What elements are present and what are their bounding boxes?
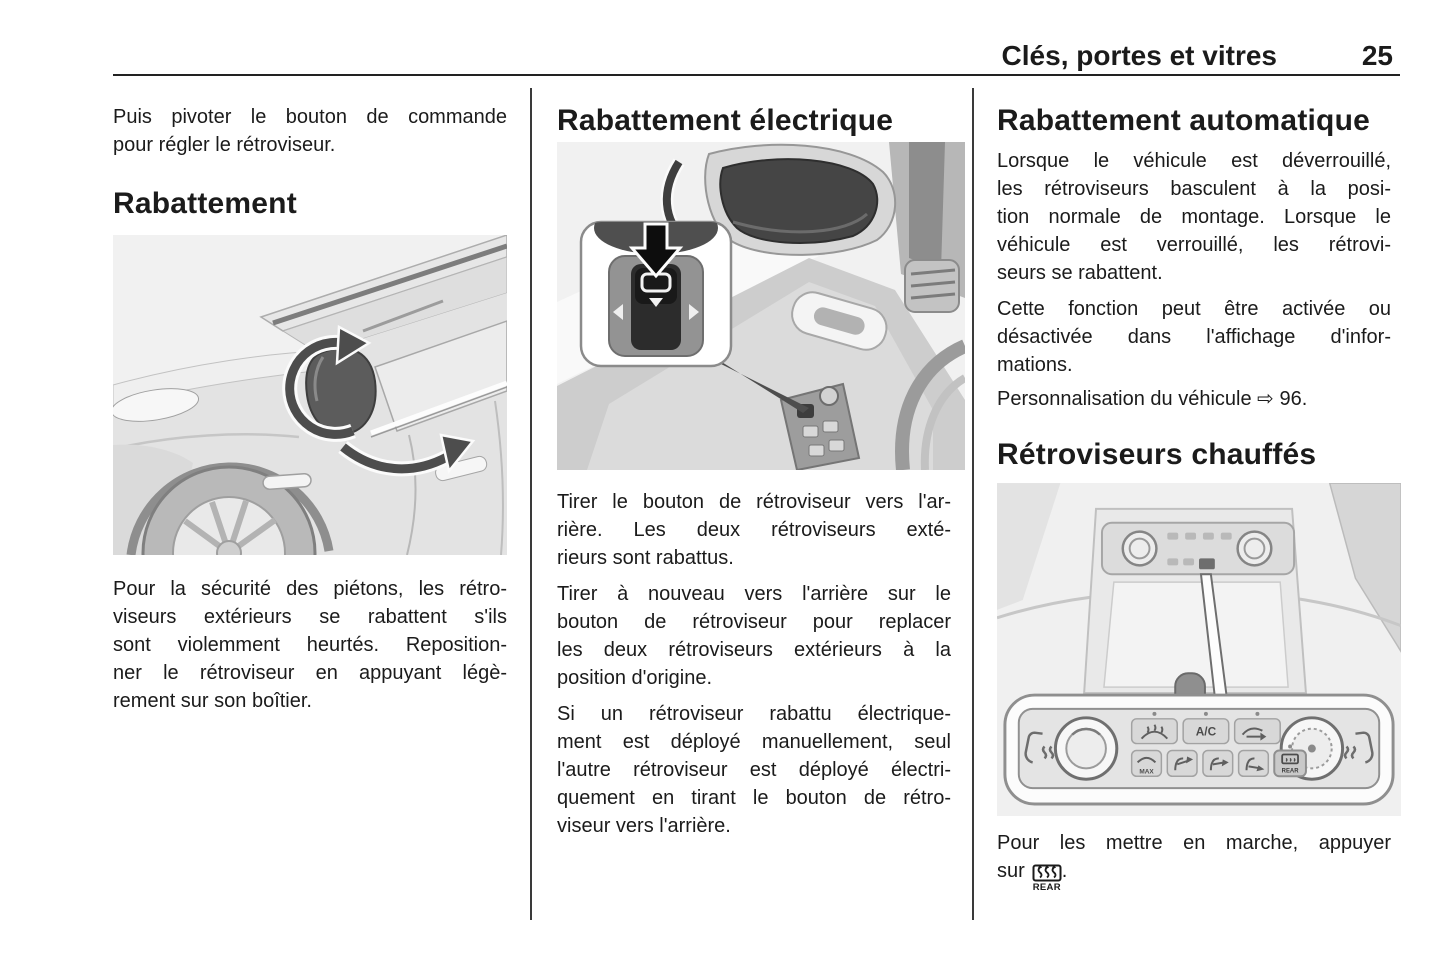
heading-retroviseurs-chauffes: Rétroviseurs chauffés — [997, 438, 1317, 471]
max-label: MAX — [1139, 768, 1154, 775]
press-down-arrow-icon — [628, 222, 684, 279]
side-marker — [262, 473, 312, 490]
a-pillar — [1328, 483, 1401, 653]
column-divider — [972, 88, 974, 920]
heated-rear-window-chip: REAR — [1032, 862, 1062, 893]
page-number: 25 — [1361, 40, 1393, 71]
door-handle-recess — [791, 291, 888, 351]
heading-rabattement: Rabattement — [113, 187, 297, 220]
climate-strip — [1100, 521, 1296, 576]
door-handle — [435, 455, 488, 482]
manual-unfold-paragraph: Si un rétroviseur rabattu électrique-men… — [557, 703, 951, 837]
auto-fold-paragraph: Lorsque le véhicule est déverrouillé,les… — [997, 150, 1391, 284]
pull-back-paragraph: Tirer le bouton de rétroviseur vers l'ar… — [557, 491, 951, 569]
door-mirror-switch-illustration — [557, 142, 965, 470]
right-triangle-icon — [689, 304, 699, 320]
max-defrost-button — [1130, 749, 1163, 777]
heated-rear-window-icon — [1032, 864, 1062, 882]
door-window — [374, 320, 507, 432]
rear-defrost-button-small — [1199, 558, 1215, 570]
ac-button-label: A/C — [1196, 725, 1217, 739]
recirculation-icon — [1241, 727, 1267, 741]
mirror-switch-callout — [579, 220, 733, 368]
column-3: Rabattement automatique Lorsque le véhic… — [997, 100, 1405, 893]
rear-button-label: REAR — [1282, 768, 1300, 774]
center-console-illustration: A/C MAX — [997, 483, 1401, 816]
mirror-fold-arrow-icon — [282, 324, 372, 442]
climate-panel-callout: A/C MAX — [1003, 693, 1395, 806]
page-title: Clés, portes et vitres — [1001, 40, 1277, 71]
heading-rabattement-electrique: Rabattement électrique — [557, 104, 894, 137]
caption-line-1: Pour les mettre en marche, appuyer — [997, 832, 1391, 854]
header-rule — [113, 74, 1400, 76]
heated-seat-left-icon — [1024, 731, 1055, 764]
headlight — [113, 388, 200, 422]
heading-rabattement-automatique: Rabattement automatique — [997, 104, 1370, 137]
airflow-floor-button — [1237, 749, 1270, 777]
callout-leader-line — [709, 354, 809, 413]
steering-wheel-rim — [895, 339, 965, 470]
recirculation-button — [1233, 718, 1281, 745]
car-front-illustration — [113, 235, 507, 555]
figure-car-mirror-fold — [113, 235, 507, 555]
left-triangle-icon — [613, 304, 623, 320]
heated-rear-window-icon — [1281, 753, 1299, 765]
temperature-knob — [1053, 716, 1119, 781]
figure-climate-panel: A/C MAX — [997, 483, 1401, 816]
ac-button — [1182, 718, 1230, 745]
pedestrian-safety-paragraph: Pour la sécurité des piétons, les rétro-… — [113, 578, 507, 712]
personalization-reference: Personnalisation du véhicule ⇨ 96. — [997, 388, 1308, 410]
figure-mirror-switch — [557, 142, 965, 470]
column-divider — [530, 88, 532, 920]
lock-button — [819, 386, 839, 406]
mirror-unfold-arrow-icon — [338, 433, 476, 477]
column-2: Rabattement électrique — [557, 100, 965, 840]
heated-seat-right-icon — [1343, 731, 1374, 764]
down-triangle-icon — [649, 298, 663, 307]
dashboard-vent — [904, 259, 960, 313]
exterior-mirror — [704, 143, 896, 256]
